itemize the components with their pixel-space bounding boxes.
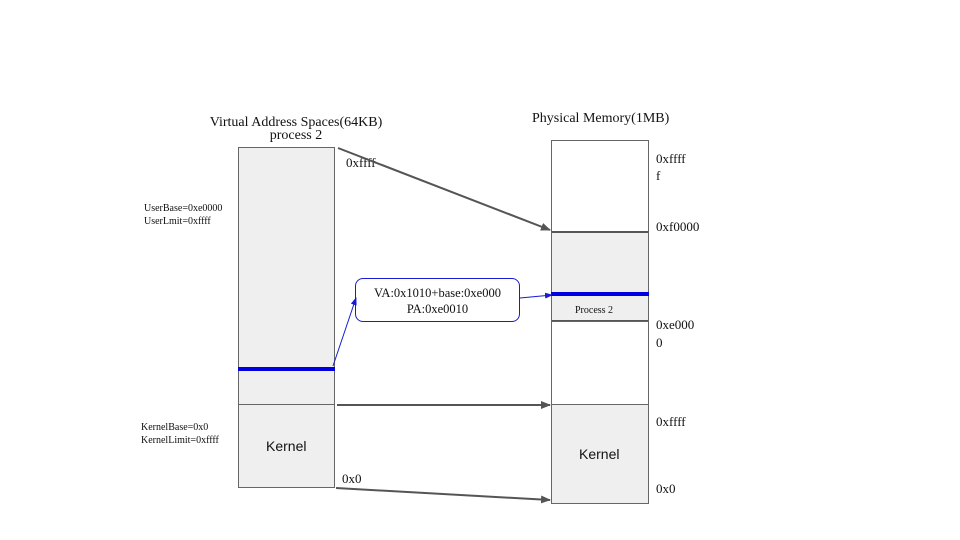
virtual-subtitle: process 2 [269, 128, 323, 143]
process2-label: Process 2 [575, 305, 614, 316]
physical-title: Physical Memory(1MB) [532, 111, 670, 126]
physical-addr-ffff: 0xffff [656, 414, 686, 429]
callout-line1: VA:0x1010+base:0xe000 [374, 286, 501, 300]
arrow-bottom-mapping [335, 487, 551, 504]
physical-middle-free [551, 321, 649, 405]
physical-addr-0: 0x0 [656, 481, 676, 496]
arrow-callout-to-pa [519, 292, 553, 299]
physical-kernel-region [551, 404, 649, 504]
kernel-limit-label: KernelLimit=0xffff [141, 435, 219, 446]
virtual-title-text: Virtual Address Spaces(64KB) [209, 115, 383, 130]
physical-addr-e000-line2: 0 [656, 335, 663, 350]
kernel-base-label: KernelBase=0x0 [141, 422, 209, 433]
physical-addr-top-line2: f [656, 168, 661, 183]
physical-top-free [551, 140, 649, 232]
virtual-bottom-address: 0x0 [342, 471, 362, 486]
user-base-label: UserBase=0xe0000 [144, 203, 223, 214]
translation-callout: VA:0x1010+base:0xe000 PA:0xe0010 [355, 278, 520, 322]
physical-process2-region [551, 231, 649, 322]
physical-kernel-label: Kernel [579, 446, 620, 462]
virtual-user-region [238, 147, 335, 405]
callout-line2: PA:0xe0010 [406, 302, 469, 316]
physical-addr-top-line1: 0xffff [656, 151, 686, 166]
user-limit-label: UserLmit=0xffff [144, 216, 211, 227]
virtual-title: Virtual Address Spaces(64KB) process 2 [200, 115, 392, 144]
arrow-top-mapping [337, 147, 551, 231]
virtual-kernel-region [238, 404, 335, 488]
physical-addr-e000-line1: 0xe000 [656, 317, 695, 332]
virtual-kernel-label: Kernel [266, 438, 307, 454]
physical-addr-top: 0xffff f [656, 150, 686, 184]
arrow-va-to-callout [332, 297, 357, 367]
physical-addr-e0000: 0xe000 0 [656, 316, 694, 352]
physical-addr-f0000: 0xf0000 [656, 219, 700, 234]
